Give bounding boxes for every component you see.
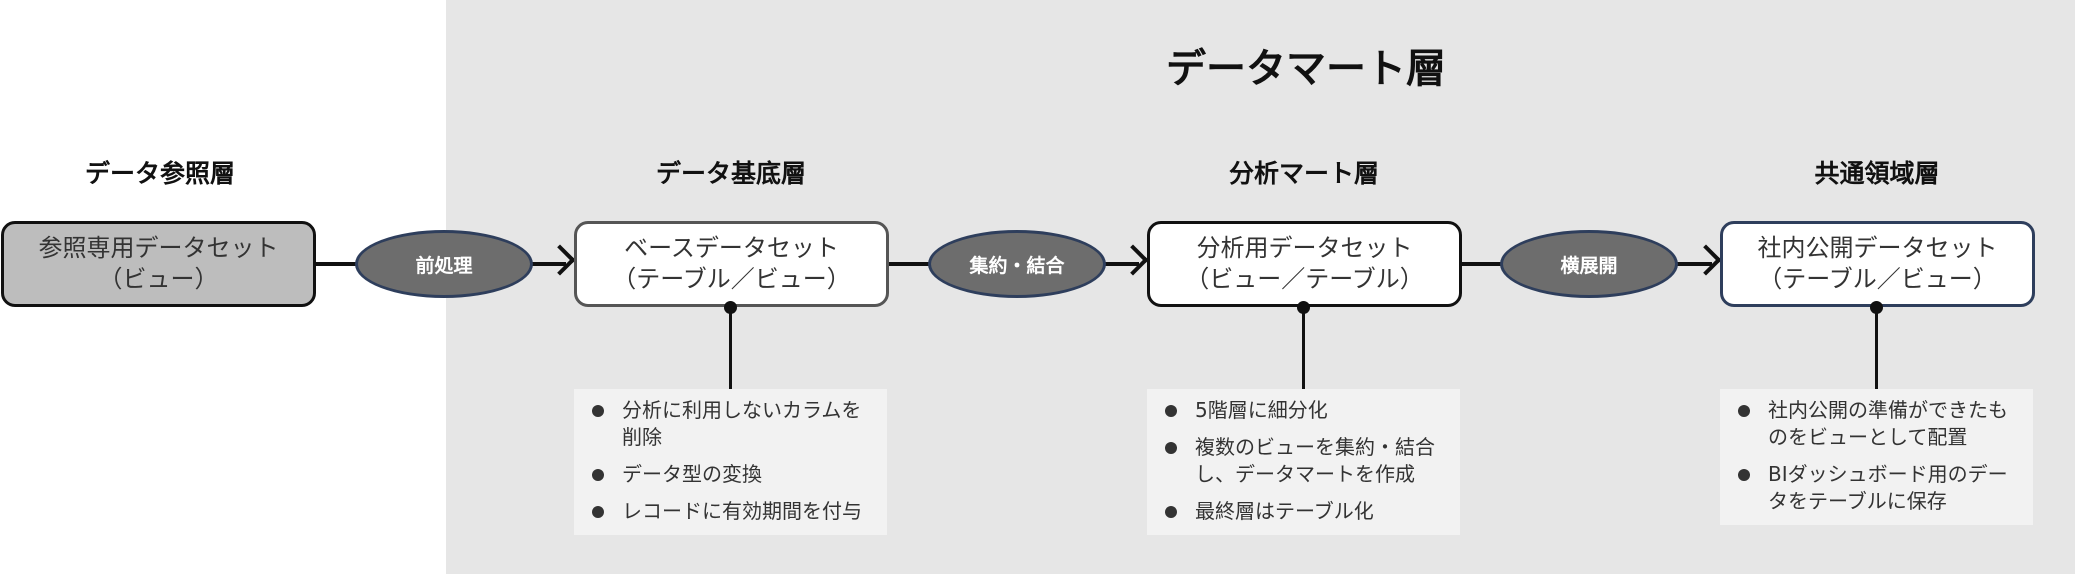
note-item: データ型の変換 [588, 461, 875, 488]
note-item: レコードに有効期間を付与 [588, 498, 875, 525]
dataset-box-base: ベースデータセット （テーブル／ビュー） [574, 221, 889, 307]
callout-line-common [1875, 307, 1878, 389]
dataset-box-line1: 参照専用データセット [38, 234, 279, 262]
dataset-box-line2: （テーブル／ビュー） [612, 265, 851, 293]
process-label: 集約・結合 [969, 254, 1065, 277]
layer-label-common: 共通領域層 [1814, 159, 1940, 188]
dataset-box-line1: 分析用データセット [1196, 234, 1413, 262]
dataset-box-reference: 参照専用データセット （ビュー） [1, 221, 316, 307]
process-aggregate: 集約・結合 [928, 230, 1106, 298]
diagram-title: データマート層 [1166, 46, 1446, 92]
note-item: 分析に利用しないカラムを削除 [588, 397, 875, 451]
process-expand: 横展開 [1500, 230, 1678, 298]
dataset-box-analysis: 分析用データセット （ビュー／テーブル） [1147, 221, 1462, 307]
dataset-box-line2: （ビュー／テーブル） [1185, 265, 1424, 293]
notes-panel-common: 社内公開の準備ができたものをビューとして配置 BIダッシュボード用のデータをテー… [1720, 389, 2033, 525]
callout-line-analysis [1302, 307, 1305, 389]
dataset-box-line1: 社内公開データセット [1757, 234, 1998, 262]
process-label: 横展開 [1560, 254, 1618, 277]
process-label: 前処理 [415, 254, 473, 277]
dataset-box-line2: （ビュー） [98, 265, 219, 293]
layer-label-reference: データ参照層 [84, 159, 235, 188]
dataset-box-line2: （テーブル／ビュー） [1758, 265, 1997, 293]
note-item: 複数のビューを集約・結合し、データマートを作成 [1161, 434, 1448, 488]
process-preprocess: 前処理 [355, 230, 533, 298]
note-item: 社内公開の準備ができたものをビューとして配置 [1734, 397, 2021, 451]
layer-label-analysis: 分析マート層 [1228, 159, 1379, 188]
callout-line-base [729, 307, 732, 389]
notes-panel-base: 分析に利用しないカラムを削除 データ型の変換 レコードに有効期間を付与 [574, 389, 887, 535]
note-item: 5階層に細分化 [1161, 397, 1448, 424]
dataset-box-common: 社内公開データセット （テーブル／ビュー） [1720, 221, 2035, 307]
notes-panel-analysis: 5階層に細分化 複数のビューを集約・結合し、データマートを作成 最終層はテーブル… [1147, 389, 1460, 535]
layer-label-base: データ基底層 [655, 159, 806, 188]
note-item: BIダッシュボード用のデータをテーブルに保存 [1734, 461, 2021, 515]
note-item: 最終層はテーブル化 [1161, 498, 1448, 525]
dataset-box-line1: ベースデータセット [624, 234, 839, 262]
